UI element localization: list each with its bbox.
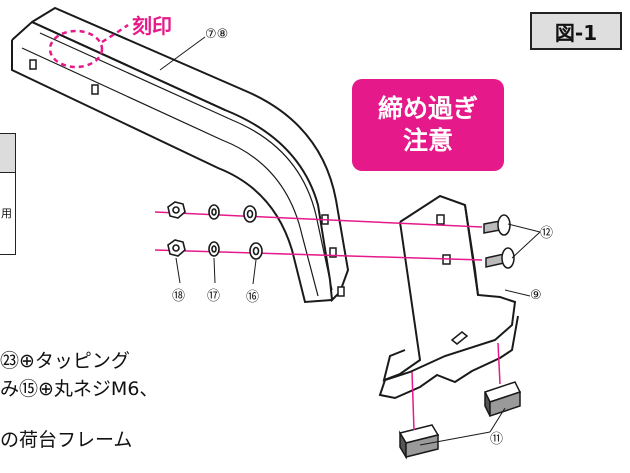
- table-fragment-header: [0, 134, 15, 173]
- mounting-bracket: [378, 194, 519, 400]
- figure-label: 図-1: [530, 12, 622, 50]
- callout-nut: ⑱: [172, 289, 186, 304]
- callout-bracket: ⑨: [530, 288, 542, 303]
- table-fragment-cell: 用: [1, 207, 12, 220]
- warning-line-1: 締め過ぎ: [377, 94, 478, 123]
- text-fragment-1: ㉓⊕タッピング: [0, 350, 130, 372]
- warning-line-2: 注意: [402, 126, 453, 155]
- pads: [398, 381, 522, 460]
- bolts: [483, 214, 515, 269]
- table-fragment: 用: [0, 133, 16, 255]
- callout-leaders: [159, 36, 541, 446]
- warning-box: 締め過ぎ 注意: [352, 79, 504, 171]
- text-fragment-3: の荷台フレーム: [0, 429, 133, 451]
- text-fragment-2: み⑮⊕丸ネジM6、: [0, 378, 159, 400]
- callout-frame: ⑦⑧: [205, 27, 229, 42]
- stamp-marker: [48, 23, 129, 69]
- callout-spring-washer: ⑰: [207, 289, 221, 304]
- callout-washer: ⑯: [246, 290, 260, 305]
- frame-holes: [29, 59, 345, 297]
- frame-arm: [11, 6, 350, 304]
- callout-bolts: ⑫: [540, 226, 554, 241]
- fasteners: [167, 201, 263, 260]
- callout-pads: ⑪: [490, 432, 504, 447]
- stamp-label: 刻印: [132, 14, 172, 38]
